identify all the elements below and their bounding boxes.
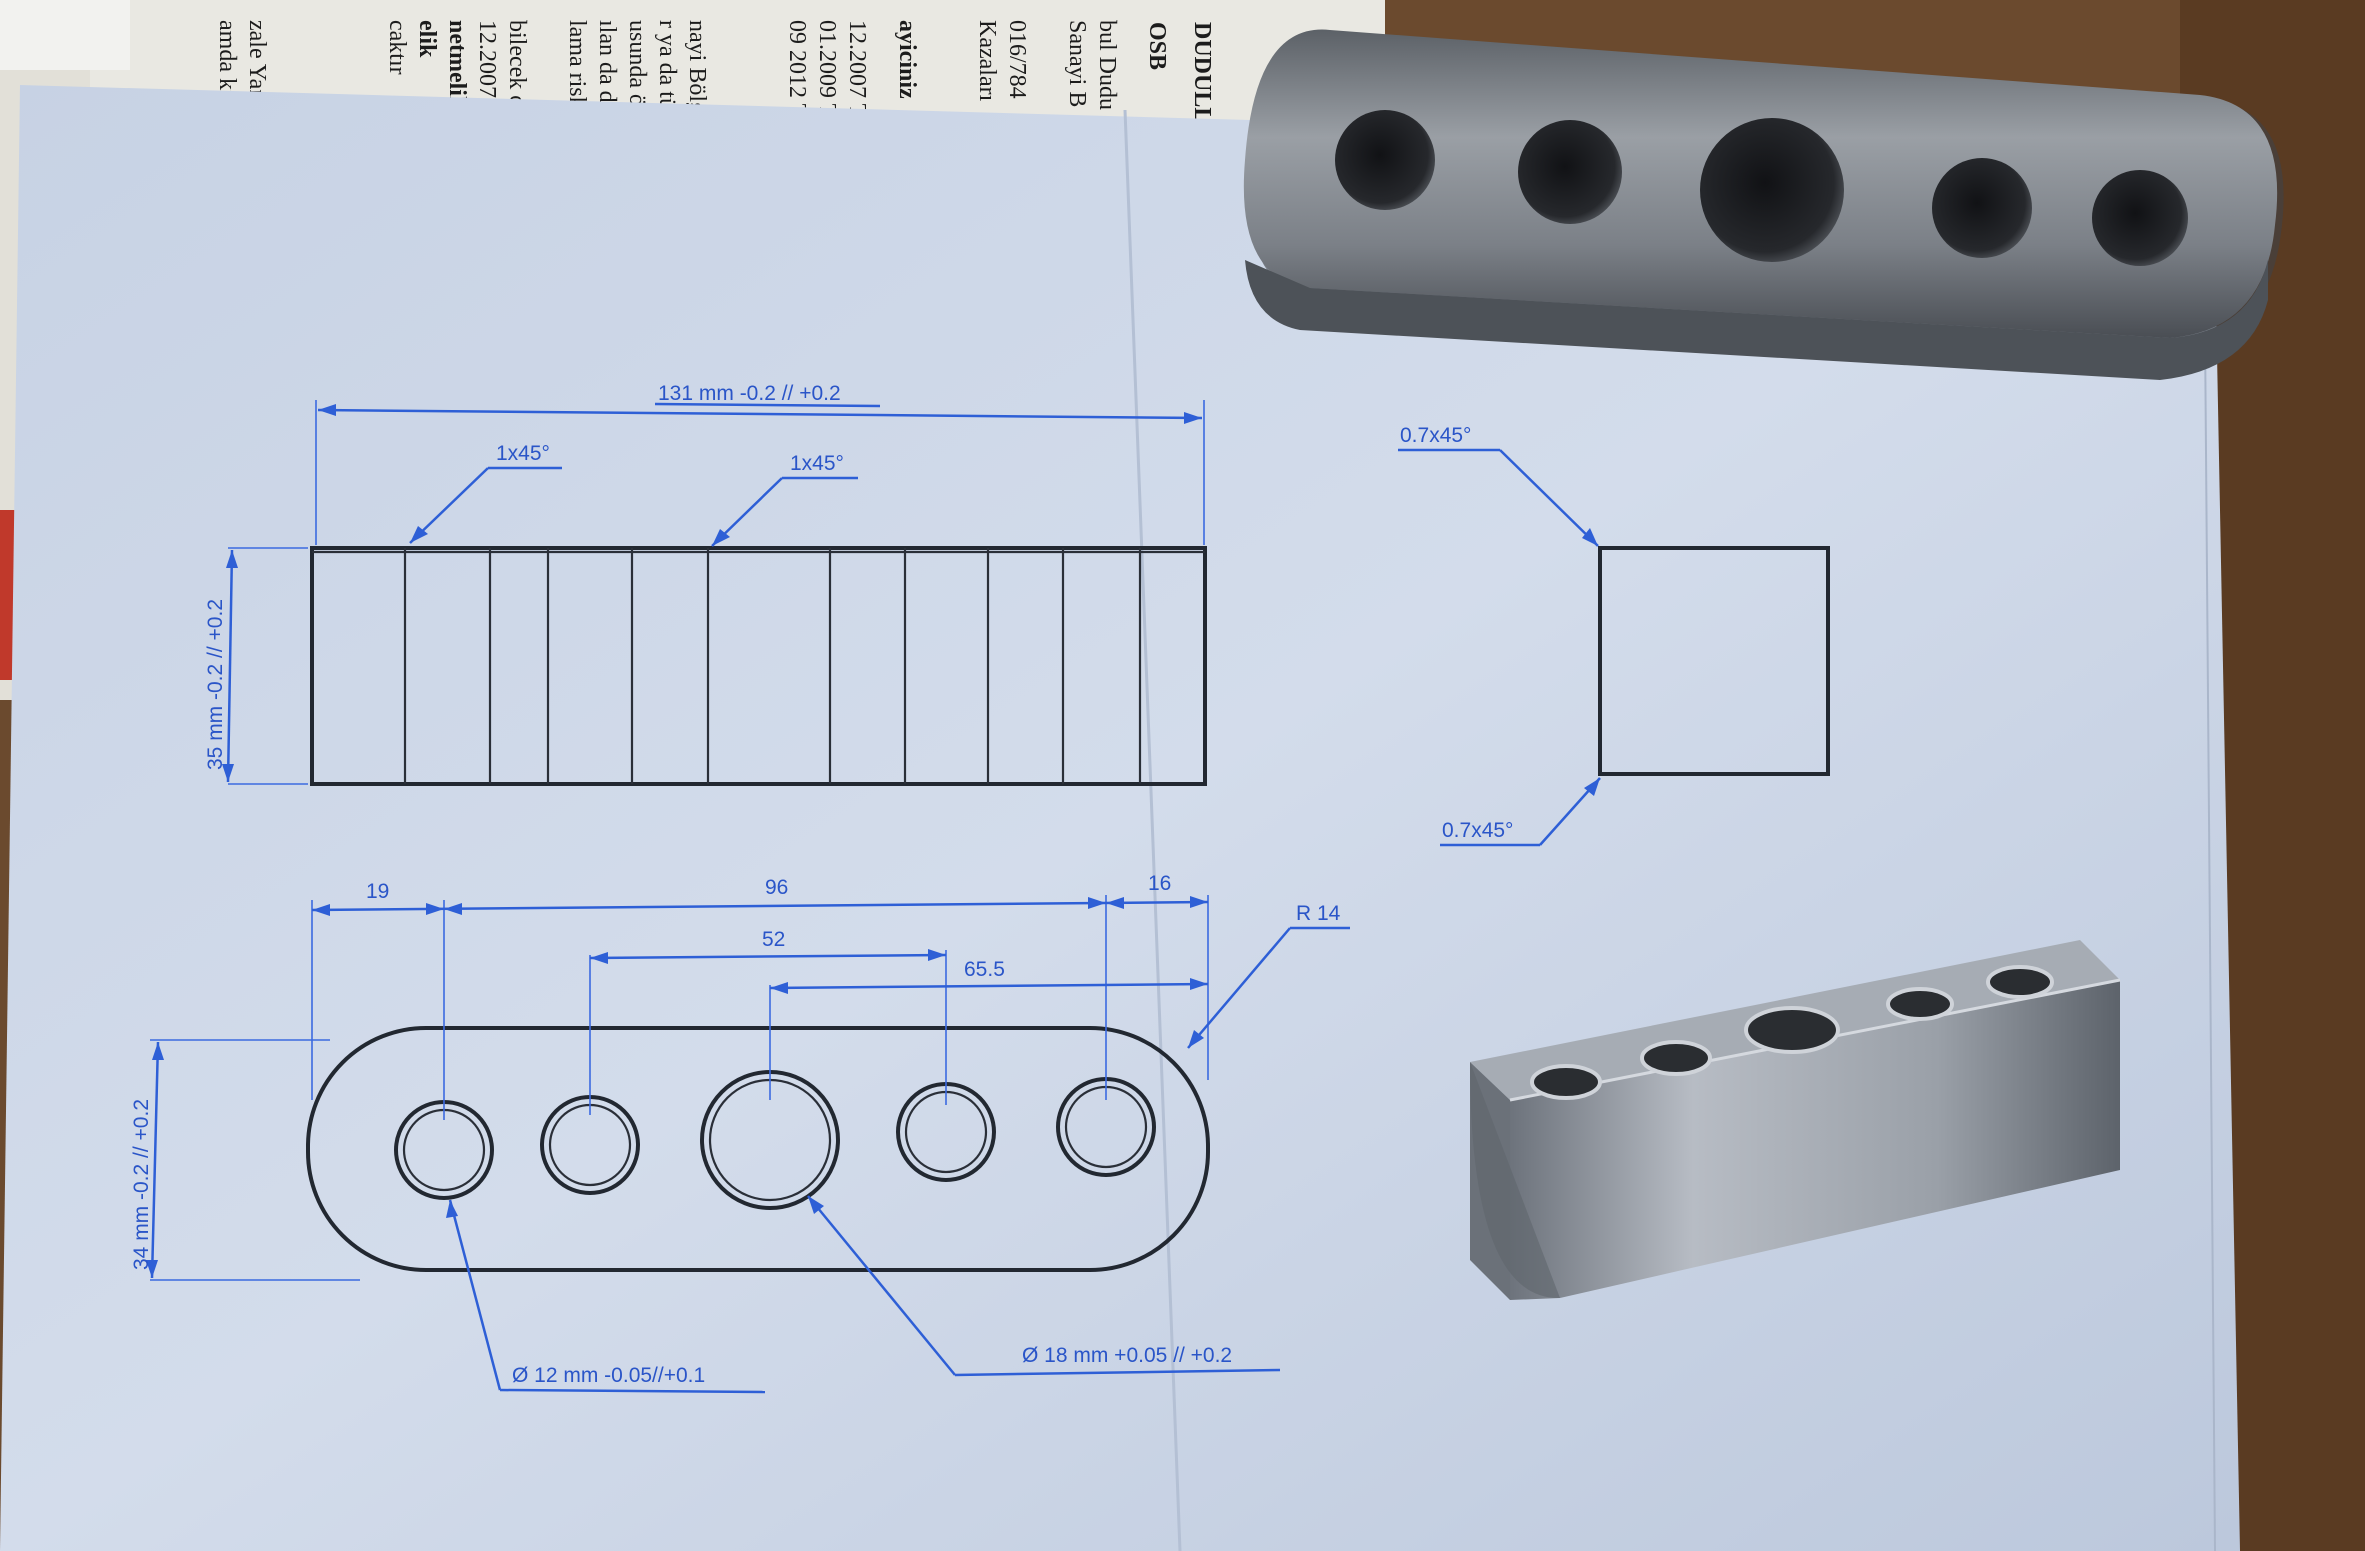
- chamfer-mid-label: 1x45°: [790, 452, 844, 475]
- front-view-outline: [310, 546, 1207, 786]
- newspaper-headline-2: OSB: [1144, 22, 1170, 70]
- dim-16-label: 16: [1148, 872, 1171, 895]
- newspaper-line: 016/784: [1004, 20, 1030, 99]
- newspaper-line: netmelik: [444, 20, 470, 110]
- overall-length-label: 131 mm -0.2 // +0.2: [658, 382, 841, 405]
- newspaper-line: bilecek o: [504, 20, 530, 107]
- side-chamfer-top-label: 0.7x45°: [1400, 424, 1471, 447]
- part-hole-4: [1932, 158, 2032, 258]
- side-view-outline: [1598, 546, 1830, 776]
- dim-19-label: 19: [366, 880, 389, 903]
- newspaper-line: Kazaları: [974, 20, 1000, 102]
- isometric-view: [1470, 940, 2121, 1300]
- part-hole-center: [1700, 118, 1844, 262]
- newspaper-line: ayiciniz: [894, 20, 920, 99]
- newspaper-line: elik: [414, 20, 440, 58]
- part-hole-2: [1518, 120, 1622, 224]
- radius-label: R 14: [1296, 902, 1341, 925]
- side-view: 0.7x45° 0.7x45°: [1398, 424, 1830, 847]
- newspaper-line: caktır: [384, 20, 410, 75]
- newspaper-line: nayi Bölg: [684, 20, 710, 114]
- chamfer-left-label: 1x45°: [496, 442, 550, 465]
- paper-fold: [1123, 109, 1182, 1551]
- machined-steel-part: [1243, 29, 2284, 380]
- dim-65-5-label: 65.5: [964, 958, 1005, 981]
- newspaper-line: amda kı: [214, 20, 240, 97]
- overall-length-dim-line: [317, 408, 1203, 420]
- width-label: 34 mm -0.2 // +0.2: [130, 1099, 153, 1270]
- newspaper-line: r ya da tü: [654, 20, 680, 110]
- large-hole-label: Ø 18 mm +0.05 // +0.2: [1022, 1344, 1232, 1367]
- newspaper-line: 01.2009 T: [814, 20, 840, 119]
- newspaper-line: usunda ö: [624, 20, 650, 106]
- small-hole-label: Ø 12 mm -0.05//+0.1: [512, 1364, 705, 1387]
- newspaper-headline-1: DUDULL: [1189, 22, 1215, 123]
- height-label: 35 mm -0.2 // +0.2: [204, 599, 227, 770]
- dim-96-label: 96: [765, 876, 788, 899]
- newspaper-line: ılan da d: [594, 20, 620, 103]
- newspaper-line: 12.2007: [474, 20, 500, 98]
- newspaper-line: 12.2007 T: [844, 20, 870, 119]
- newspaper-line: lama risk: [564, 20, 590, 109]
- newspaper-line: 09 2012 T: [784, 20, 810, 119]
- side-chamfer-bottom-label: 0.7x45°: [1442, 819, 1513, 842]
- part-hole-1: [1335, 110, 1435, 210]
- top-view: 19 96 16 52 65.5 R 14 34 mm -0.2 // +0.2…: [130, 872, 1350, 1394]
- top-view-outline: [306, 1026, 1210, 1272]
- dim-52-label: 52: [762, 928, 785, 951]
- part-hole-5: [2092, 170, 2188, 266]
- newspaper-line: Sanayi B: [1064, 20, 1090, 107]
- newspaper-line: bul Dudu: [1094, 20, 1120, 110]
- front-view: 131 mm -0.2 // +0.2 1x45° 1x45° 35 mm -0…: [204, 382, 1207, 786]
